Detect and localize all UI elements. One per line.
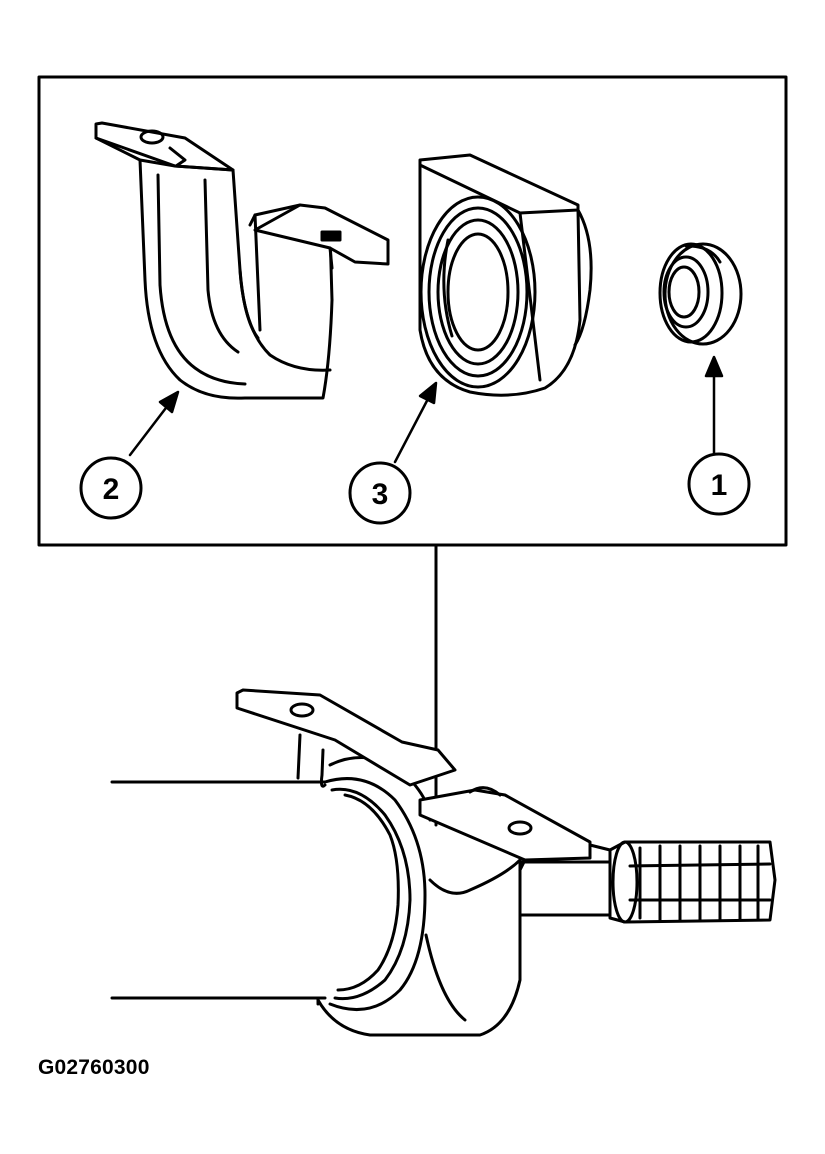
- part-2-bracket: [94, 121, 390, 400]
- detail-frame: [37, 75, 788, 547]
- assembled-driveshaft: [110, 688, 777, 1037]
- callout-circle-1: [687, 452, 751, 516]
- callout-circle-3: [348, 461, 412, 525]
- callout-arrows: [128, 355, 724, 464]
- callout-2-label: 2: [103, 473, 120, 506]
- part-1-bearing: [658, 242, 743, 346]
- figure-id-label: G02760300: [38, 1056, 150, 1079]
- callout-3-label: 3: [372, 478, 389, 511]
- part-3-insulator: [418, 153, 593, 397]
- callout-circles: [79, 452, 751, 525]
- callout-circle-2: [79, 456, 143, 520]
- callout-1-label: 1: [711, 469, 728, 502]
